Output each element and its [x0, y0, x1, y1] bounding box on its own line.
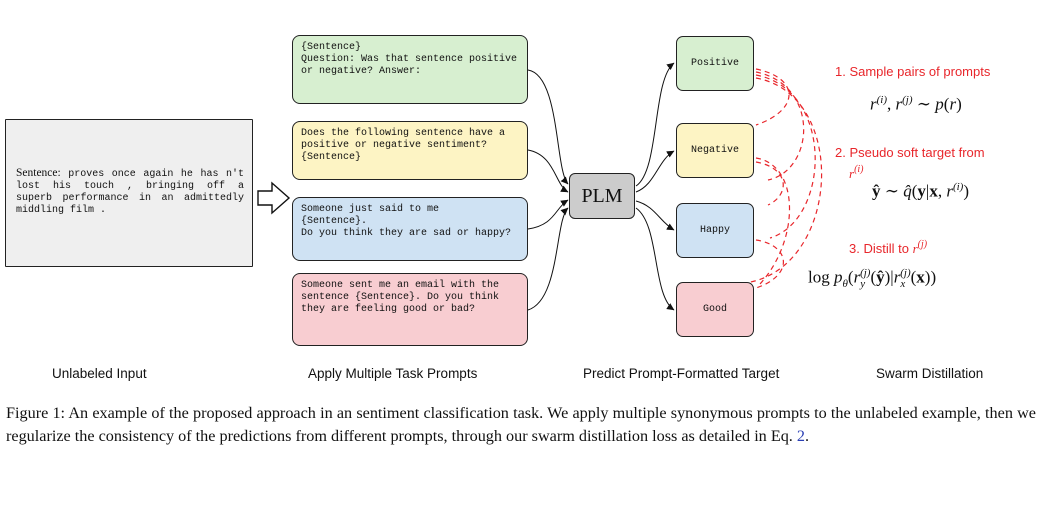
step-2-formula: ŷ ∼ q̂(y|x, r(i)) [872, 181, 970, 201]
caption-predict-target: Predict Prompt-Formatted Target [583, 366, 780, 381]
plm-box: PLM [569, 173, 635, 219]
equation-ref-link[interactable]: 2 [796, 426, 805, 445]
step-1-label: 1. Sample pairs of prompts [835, 64, 991, 79]
prompt-box-3: Someone just said to me {Sentence}. Do y… [292, 197, 528, 261]
prompt-box-4: Someone sent me an email with the senten… [292, 273, 528, 346]
step-3-label: 3. Distill to r(j) [849, 239, 927, 257]
figure-caption: Figure 1: An example of the proposed app… [6, 402, 1036, 447]
input-sentence-box: Sentence: proves once again he has n't l… [5, 119, 253, 267]
step-2-sup: (i) [854, 164, 864, 175]
step-3-text: 3. Distill to [849, 241, 913, 256]
prompt4-to-plm [527, 207, 569, 311]
step-3-formula: log pθ(ry(j)(ŷ)|rx(j)(x)) [808, 267, 937, 291]
prompt3-to-plm [527, 199, 569, 230]
label-happy: Happy [676, 203, 754, 258]
block-arrow [257, 181, 291, 215]
step-1-formula: r(i), r(j) ∼ p(r) [870, 94, 962, 114]
step-2-text: 2. Pseudo soft target from [835, 145, 985, 160]
step-2-r: r [849, 166, 855, 181]
figure-caption-text: Figure 1: An example of the proposed app… [6, 404, 1036, 445]
plm-to-good [635, 207, 675, 311]
label-negative: Negative [676, 123, 754, 178]
input-text: proves once again he has n't lost his to… [16, 169, 244, 216]
prompt-box-2: Does the following sentence have a posit… [292, 121, 528, 180]
swarm-links [744, 68, 823, 289]
step-2-label: 2. Pseudo soft target from [835, 145, 985, 160]
step-2-var: r(i) [849, 164, 864, 182]
caption-swarm-distillation: Swarm Distillation [876, 366, 984, 381]
prompt-box-1: {Sentence} Question: Was that sentence p… [292, 35, 528, 104]
prompt2-to-plm [527, 149, 569, 193]
plm-to-positive [635, 62, 675, 187]
input-sentence: Sentence: proves once again he has n't l… [16, 167, 244, 217]
plm-to-happy [635, 200, 675, 231]
plm-to-negative [635, 150, 675, 193]
step-3-r: r [912, 241, 918, 256]
figure-caption-end: . [805, 426, 810, 445]
label-good: Good [676, 282, 754, 337]
caption-apply-prompts: Apply Multiple Task Prompts [308, 366, 478, 381]
step-3-sup: (j) [917, 239, 928, 250]
label-positive: Positive [676, 36, 754, 91]
prompt1-to-plm [527, 69, 569, 185]
input-lead: Sentence: [16, 167, 61, 179]
caption-unlabeled-input: Unlabeled Input [52, 366, 147, 381]
